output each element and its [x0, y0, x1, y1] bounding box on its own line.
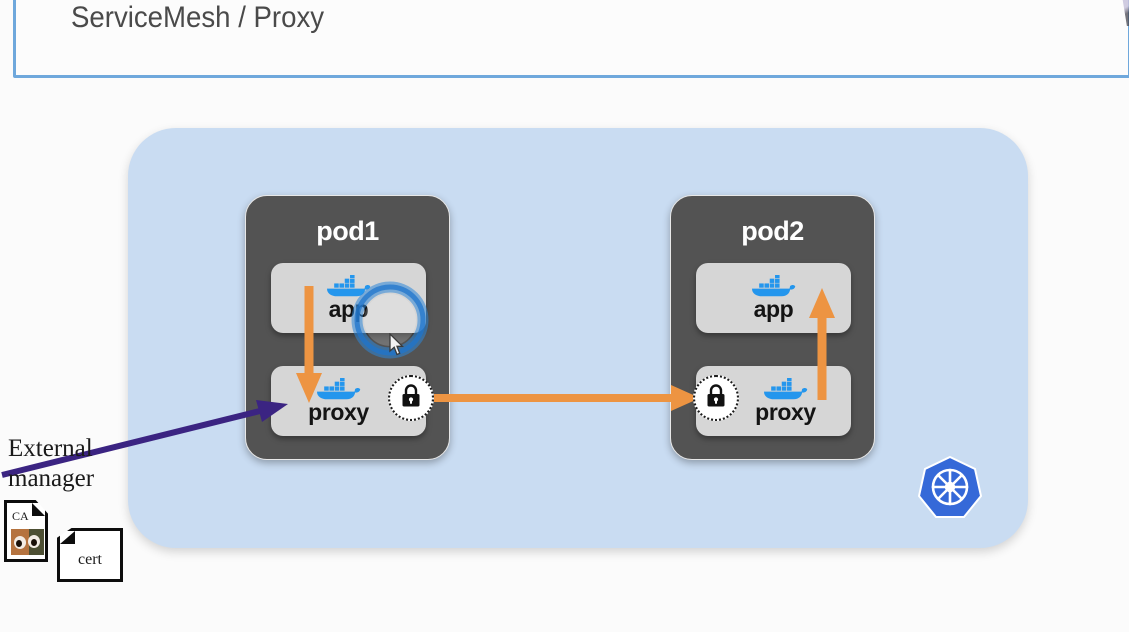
pod-pod1[interactable]: pod1 app — [245, 195, 450, 460]
pod2-label: pod2 — [741, 216, 804, 246]
docker-whale-icon — [761, 378, 811, 400]
thumb-pupil-right — [31, 539, 37, 546]
external-manager-line2: manager — [8, 464, 95, 492]
pod1-app-label: app — [328, 296, 369, 322]
ca-document-thumbnail — [11, 529, 44, 555]
docker-whale-icon — [324, 275, 374, 297]
ca-document-icon[interactable]: CA — [4, 500, 48, 562]
thumb-pupil-left — [16, 540, 22, 547]
pod1-container-app[interactable]: app — [271, 263, 426, 333]
pod2-proxy-label: proxy — [755, 399, 816, 425]
mouse-cursor — [389, 333, 404, 356]
external-manager-label: External manager — [8, 434, 158, 493]
lock-badge-pod2[interactable] — [693, 375, 739, 421]
kubernetes-logo-icon — [918, 455, 982, 518]
padlock-icon — [704, 383, 728, 414]
title-bar: ServiceMesh / Proxy — [13, 0, 1129, 78]
external-manager-line1: External — [8, 435, 93, 462]
partial-cursor-mark-icon — [1122, 0, 1129, 26]
padlock-icon — [399, 383, 423, 414]
ca-document-label: CA — [12, 509, 29, 523]
page-title: ServiceMesh / Proxy — [71, 1, 325, 34]
pod1-label: pod1 — [316, 216, 379, 246]
pod1-proxy-label: proxy — [308, 399, 369, 425]
docker-whale-icon — [314, 378, 364, 400]
docker-whale-icon — [749, 275, 799, 297]
cert-document-icon[interactable]: cert — [57, 528, 123, 582]
pod2-app-label: app — [753, 296, 794, 322]
lock-badge-pod1[interactable] — [388, 375, 434, 421]
cert-document-label: cert — [78, 551, 102, 568]
pod2-container-app[interactable]: app — [696, 263, 851, 333]
cert-document-fold — [60, 531, 75, 544]
pod-pod2[interactable]: pod2 app — [670, 195, 875, 460]
ca-document-fold — [32, 503, 45, 516]
